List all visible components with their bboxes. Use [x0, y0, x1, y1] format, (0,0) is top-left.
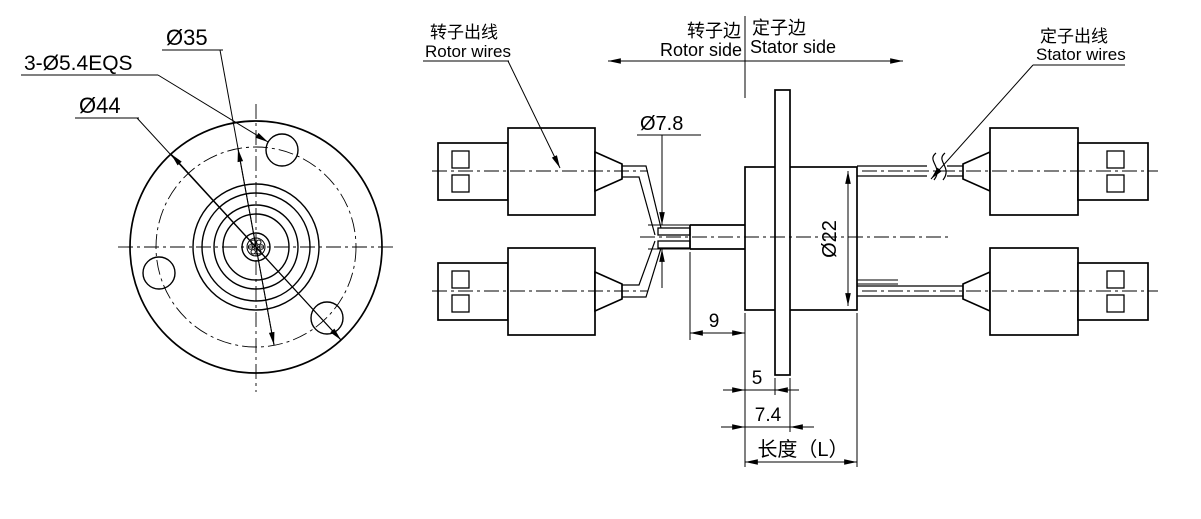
cable-boot	[962, 270, 991, 313]
connector-body	[507, 127, 596, 216]
connector-body	[989, 247, 1079, 336]
slip-ring-body	[689, 89, 858, 376]
dim-flange: Ø44	[75, 93, 342, 341]
stator-body	[744, 166, 858, 311]
usb-connector-lower-right	[962, 247, 1149, 336]
dim-flange-offset: 5	[723, 368, 799, 395]
connector-body	[507, 247, 596, 336]
contact-window	[451, 174, 470, 193]
usb-connector-upper-left	[437, 127, 623, 216]
contact-window	[1106, 150, 1125, 169]
rotor-cables	[622, 165, 691, 298]
usb-connector-lower-left	[437, 247, 623, 336]
dim-shaft-length: 9	[689, 252, 746, 467]
stator-cables	[857, 152, 963, 297]
dim-shaft-label: Ø7.8	[640, 113, 683, 135]
dim-total-length: 长度（L）	[745, 313, 858, 467]
cable-boot	[594, 150, 623, 193]
rotor-wires-callout: 转子出线 Rotor wires	[423, 23, 561, 169]
contact-window	[451, 270, 470, 289]
usb-connector-upper-right	[962, 127, 1149, 216]
side-header: 转子边 Rotor side 定子边 Stator side	[608, 16, 903, 98]
stator-wires-callout: 定子出线 Stator wires	[930, 27, 1126, 180]
rotor-wires-label-en: Rotor wires	[425, 42, 511, 61]
dim-flange-label: Ø44	[79, 93, 121, 118]
contact-window	[451, 294, 470, 313]
wire-terminal	[657, 240, 691, 249]
cable-boot	[962, 150, 991, 193]
dim-bolt-circle: Ø35	[162, 25, 275, 346]
stator-side-label-cn: 定子边	[752, 18, 806, 38]
flange-plate	[774, 89, 791, 376]
connector-body	[989, 127, 1079, 216]
contact-window	[451, 150, 470, 169]
stator-side-label-en: Stator side	[750, 37, 836, 57]
connector-tongue	[437, 142, 509, 201]
rotor-side-label-en: Rotor side	[660, 40, 742, 60]
dim-holes-label: 3-Ø5.4EQS	[24, 52, 133, 75]
rotor-wires-label-cn: 转子出线	[430, 23, 498, 42]
dim-body: Ø22	[819, 171, 851, 306]
rotor-shaft	[689, 224, 745, 250]
side-view: 转子边 Rotor side 定子边 Stator side	[423, 16, 1158, 467]
connector-tongue	[437, 262, 509, 321]
wire-terminal	[657, 227, 691, 236]
stator-wires-label-en: Stator wires	[1036, 45, 1126, 64]
dim-7-4-label: 7.4	[755, 405, 782, 426]
dim-length-label: 长度（L）	[757, 438, 848, 461]
contact-window	[1106, 270, 1125, 289]
contact-window	[1106, 174, 1125, 193]
rotor-side-label-cn: 转子边	[687, 21, 741, 41]
side-centerlines	[432, 170, 1158, 292]
dim-holes: 3-Ø5.4EQS	[21, 52, 269, 143]
dim-5-label: 5	[752, 368, 763, 389]
cable-boot	[594, 270, 623, 313]
contact-window	[1106, 294, 1125, 313]
dim-flange-face: 7.4	[721, 378, 814, 432]
dim-bolt-circle-label: Ø35	[166, 25, 208, 50]
front-view: Ø35 3-Ø5.4EQS Ø44	[21, 25, 394, 392]
dim-body-label: Ø22	[819, 220, 841, 258]
dim-shaft: Ø7.8	[637, 113, 701, 288]
mounting-holes	[142, 133, 344, 335]
dim-9-label: 9	[709, 311, 720, 332]
stator-wires-label-cn: 定子出线	[1040, 27, 1108, 46]
